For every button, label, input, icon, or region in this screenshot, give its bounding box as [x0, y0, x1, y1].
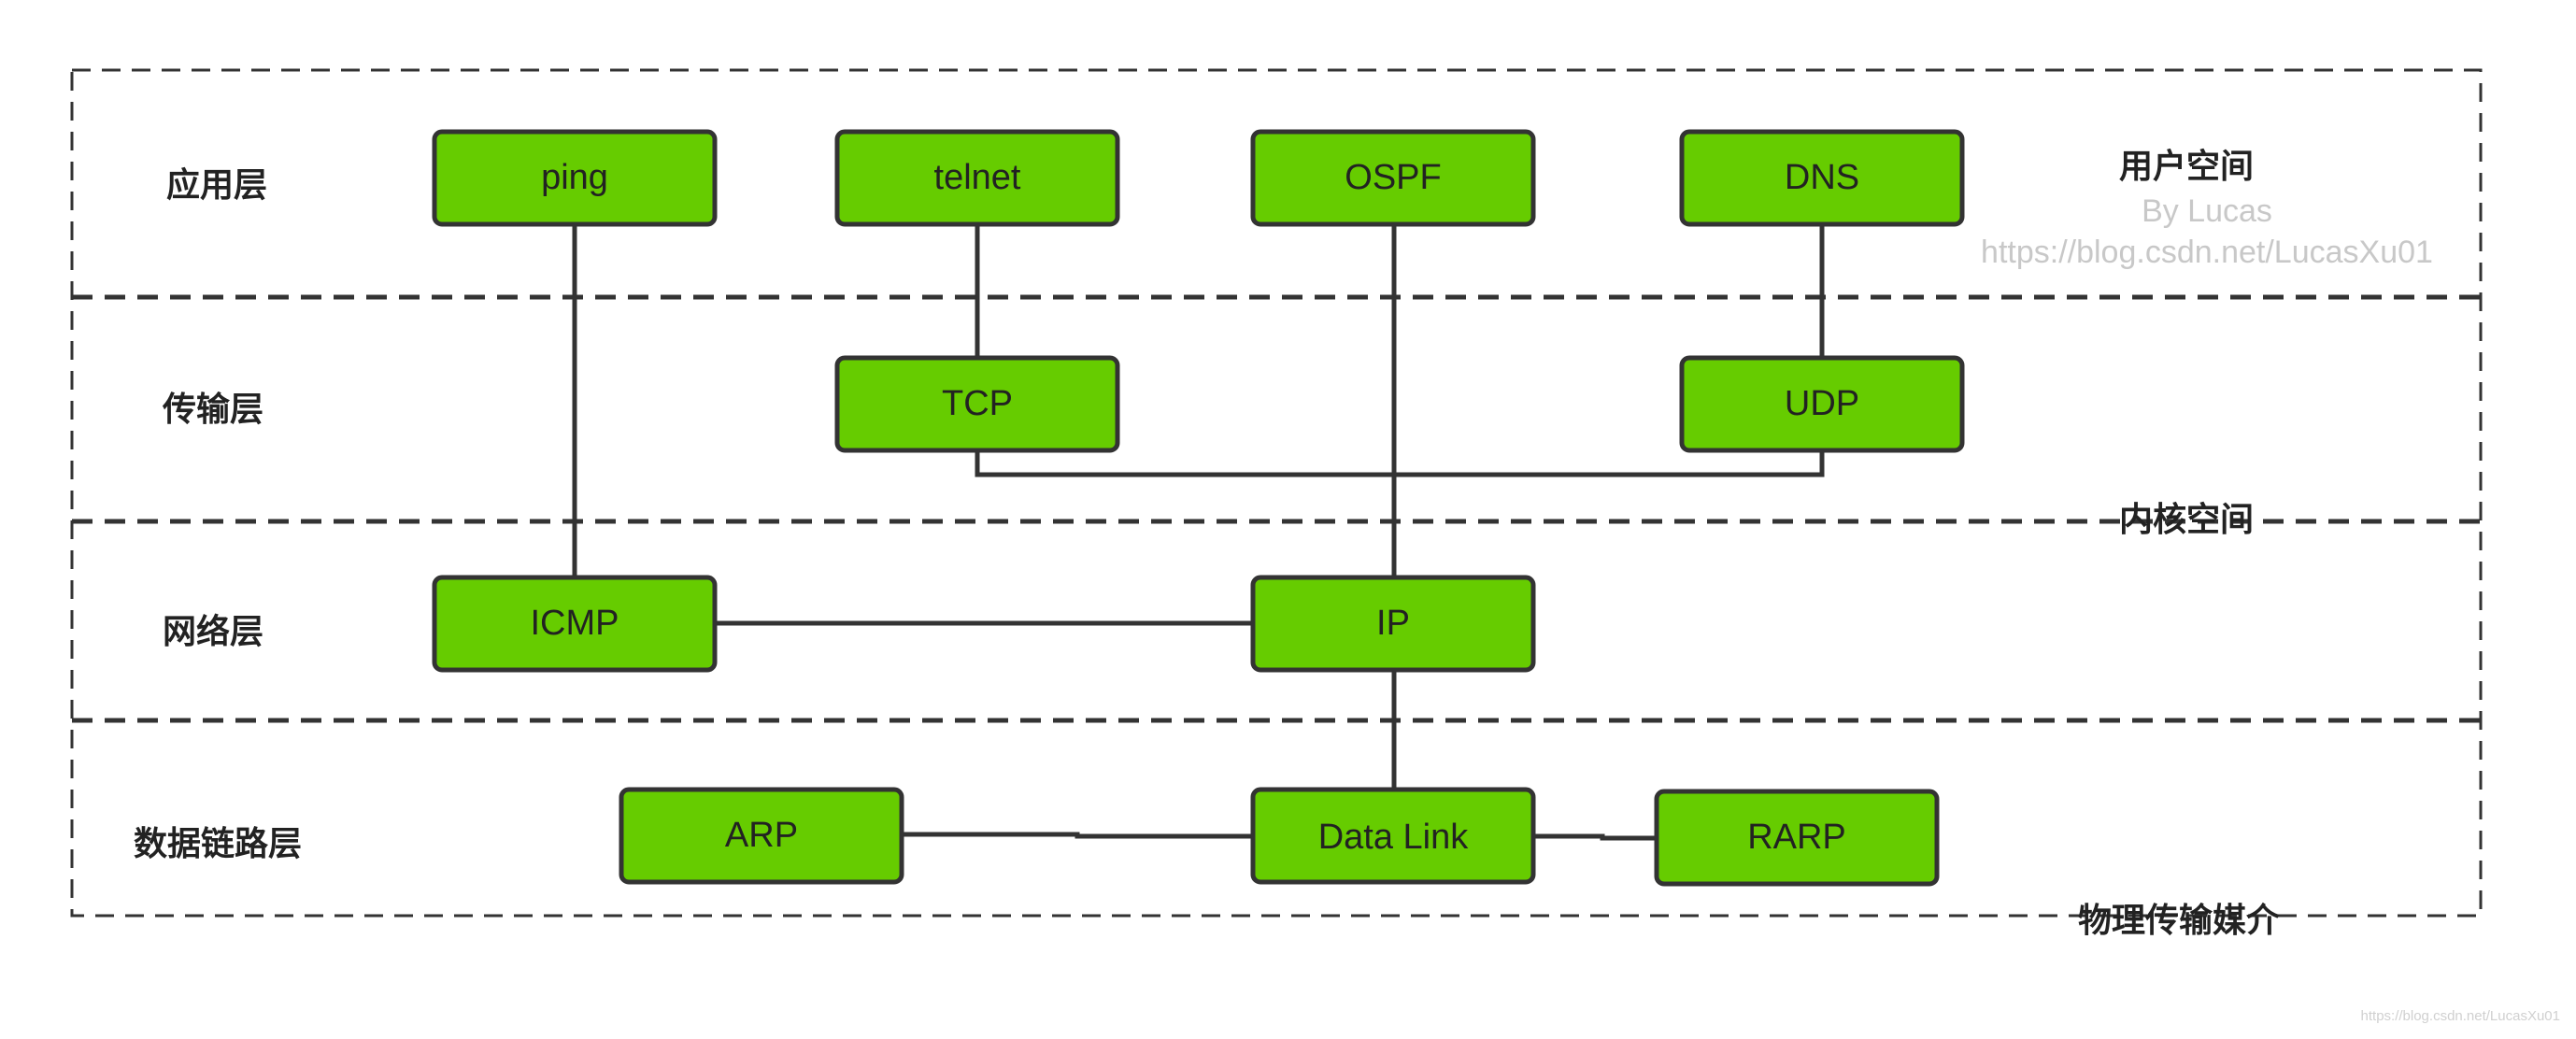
node-tcp: TCP [834, 355, 1120, 453]
outer-dashed-border [70, 68, 2483, 918]
node-dns-label: DNS [1785, 158, 1859, 197]
watermark-url: https://blog.csdn.net/LucasXu01 [1981, 235, 2433, 270]
layer-label-network: 网络层 [163, 612, 263, 651]
node-telnet-label: telnet [934, 158, 1021, 197]
node-udp-label: UDP [1785, 384, 1859, 423]
node-rarp: RARP [1654, 789, 1940, 887]
space-label-kernel: 内核空间 [2119, 501, 2254, 539]
space-label-physical: 物理传输媒介 [2078, 902, 2281, 940]
edge-tcp-udp-bus [975, 451, 1825, 477]
node-dns: DNS [1679, 129, 1965, 227]
layer-label-transport: 传输层 [162, 391, 263, 429]
node-ospf: OSPF [1250, 129, 1536, 227]
watermark-author: By Lucas [2142, 193, 2272, 229]
node-ping-label: ping [541, 158, 608, 197]
node-ospf-label: OSPF [1345, 158, 1441, 197]
layer-label-datalink: 数据链路层 [134, 825, 302, 863]
node-datalink: Data Link [1250, 787, 1536, 885]
node-icmp: ICMP [432, 575, 718, 673]
node-icmp-label: ICMP [531, 604, 619, 643]
node-datalink-label: Data Link [1318, 818, 1470, 857]
node-rarp-label: RARP [1747, 818, 1846, 857]
node-arp-label: ARP [725, 816, 798, 855]
node-ping: ping [432, 129, 718, 227]
watermark-corner: https://blog.csdn.net/LucasXu01 [2361, 1008, 2560, 1024]
node-tcp-label: TCP [942, 384, 1013, 423]
edge-arp-datalink [904, 832, 1253, 839]
node-telnet: telnet [834, 129, 1120, 227]
layer-label-application: 应用层 [166, 166, 267, 205]
edge-datalink-rarp [1534, 833, 1657, 841]
node-udp: UDP [1679, 355, 1965, 453]
node-ip: IP [1250, 575, 1536, 673]
space-label-user: 用户空间 [2119, 148, 2254, 186]
node-ip-label: IP [1376, 604, 1410, 643]
node-arp: ARP [619, 787, 904, 885]
